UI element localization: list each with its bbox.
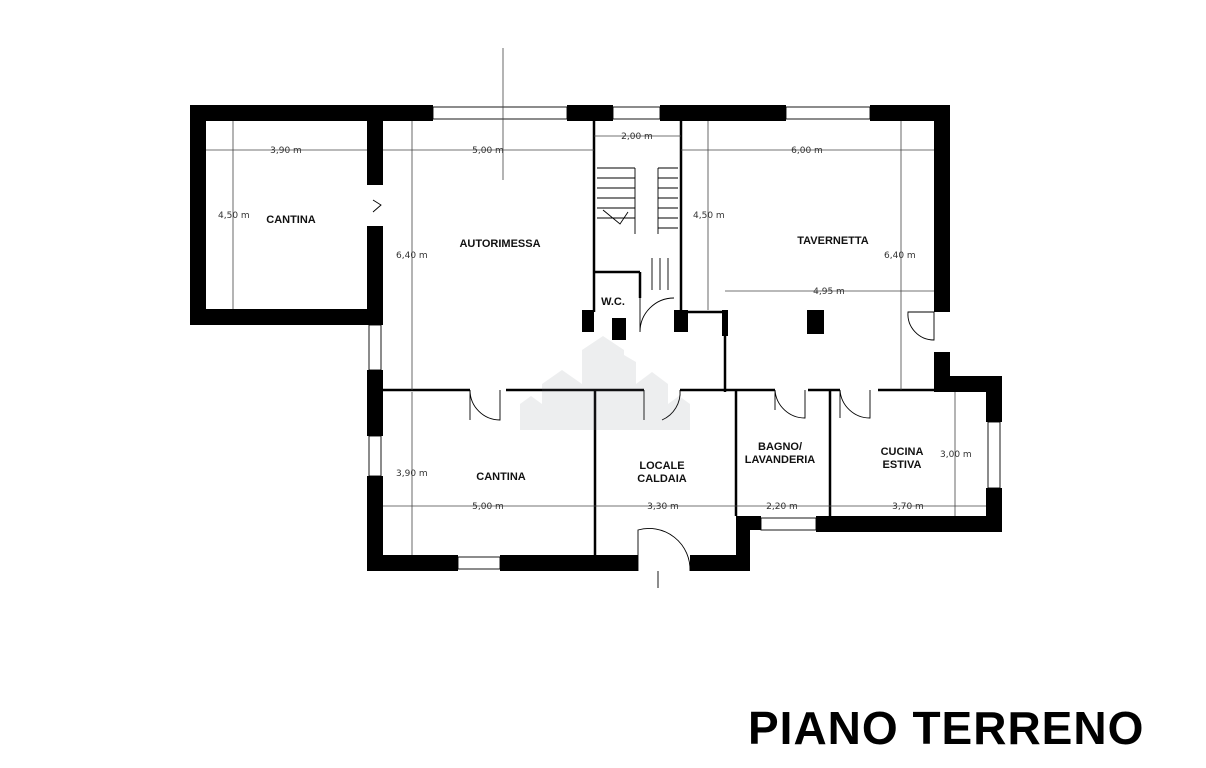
dimension-lines <box>206 121 986 555</box>
dimension-label: 2,20 m <box>766 502 798 512</box>
dimension-label: 3,90 m <box>270 146 302 156</box>
wall <box>934 105 950 312</box>
room-label-cucina-estiva: CUCINA <box>881 446 924 458</box>
dimension-label: 4,95 m <box>813 287 845 297</box>
room-label-bagno-lavanderia: BAGNO/ <box>758 441 802 453</box>
wall <box>367 555 458 571</box>
floor-title: PIANO TERRENO <box>748 702 1145 754</box>
door-swing <box>774 389 806 419</box>
room-label-locale-caldaia: LOCALE <box>639 460 684 472</box>
wall <box>190 105 433 121</box>
wall <box>582 310 594 332</box>
door-swing <box>637 528 691 572</box>
window <box>368 435 382 477</box>
dimension-label: 3,30 m <box>647 502 679 512</box>
wall <box>500 555 638 571</box>
wall <box>722 310 728 336</box>
room-label-cucina-estiva: ESTIVA <box>883 459 922 471</box>
dimension-label: 6,40 m <box>884 251 916 261</box>
window <box>432 106 568 120</box>
room-label-locale-caldaia: CALDAIA <box>637 473 687 485</box>
dimension-label: 5,00 m <box>472 146 504 156</box>
room-label-cantina: CANTINA <box>266 214 316 226</box>
wall <box>816 516 1002 532</box>
wall <box>567 105 613 121</box>
wall <box>190 309 383 325</box>
door-swing <box>839 389 871 419</box>
dimension-label: 4,50 m <box>218 211 250 221</box>
door-swing <box>639 297 675 333</box>
wall <box>190 105 206 325</box>
room-label-bagno-lavanderia: LAVANDERIA <box>745 454 816 466</box>
dimension-labels: 3,90 m 4,50 m 5,00 m 6,40 m 2,00 m 6,00 … <box>218 132 972 512</box>
room-labels: CANTINA AUTORIMESSA W.C. TAVERNETTA CANT… <box>266 214 923 485</box>
wall <box>367 226 383 325</box>
door-swing <box>469 389 501 421</box>
wall <box>934 376 1002 392</box>
wall <box>870 105 950 121</box>
dimension-label: 3,00 m <box>940 450 972 460</box>
window <box>760 517 817 531</box>
window <box>987 421 1001 489</box>
wall <box>612 318 626 340</box>
window <box>368 324 382 371</box>
dimension-label: 2,00 m <box>621 132 653 142</box>
door-swing <box>372 199 382 213</box>
dimension-label: 5,00 m <box>472 502 504 512</box>
wall <box>690 555 750 571</box>
windows <box>368 106 1001 570</box>
window <box>457 556 501 570</box>
room-label-cantina: CANTINA <box>476 471 526 483</box>
door-swing <box>643 389 681 421</box>
interior-walls <box>383 121 934 555</box>
room-label-autorimessa: AUTORIMESSA <box>459 238 540 250</box>
dimension-label: 3,90 m <box>396 469 428 479</box>
dimension-label: 4,50 m <box>693 211 725 221</box>
wall <box>674 310 688 332</box>
watermark-logo <box>520 336 690 430</box>
wall <box>660 105 786 121</box>
walls <box>190 105 1002 571</box>
wall <box>367 476 383 571</box>
room-label-wc: W.C. <box>601 296 625 308</box>
wall <box>367 370 383 436</box>
dimension-label: 6,40 m <box>396 251 428 261</box>
window <box>785 106 871 120</box>
wall <box>986 376 1002 422</box>
door-swing <box>907 311 935 341</box>
wall <box>736 516 761 530</box>
column <box>807 310 824 334</box>
room-label-tavernetta: TAVERNETTA <box>797 235 869 247</box>
dimension-label: 3,70 m <box>892 502 924 512</box>
staircase <box>597 167 678 290</box>
wall <box>367 121 383 185</box>
doors <box>372 199 935 588</box>
window <box>612 106 661 120</box>
dimension-label: 6,00 m <box>791 146 823 156</box>
